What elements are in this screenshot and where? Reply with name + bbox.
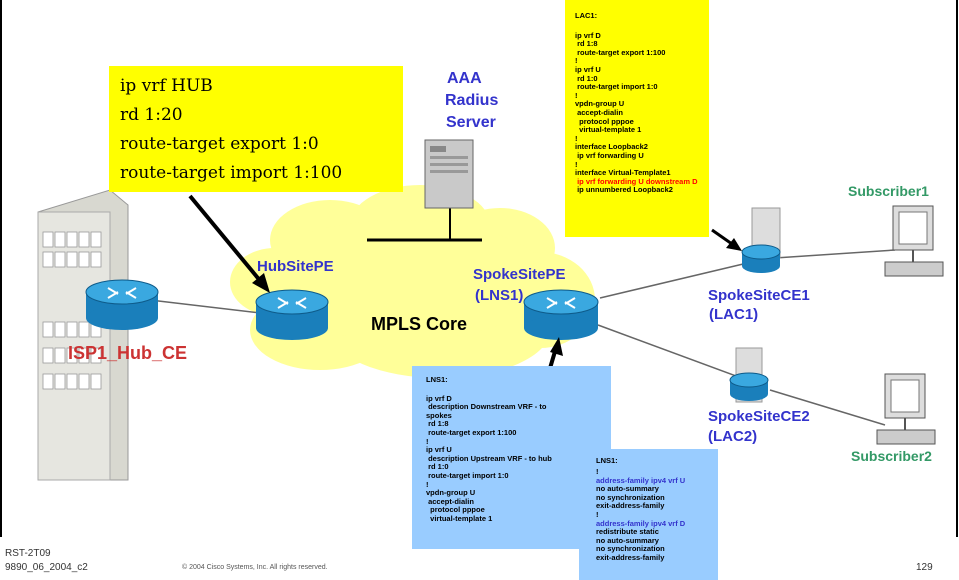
lns1-config-a-lines: ip vrf D description Downstream VRF - to…: [426, 386, 552, 524]
lns1-config-a-line: protocol pppoe: [426, 505, 485, 515]
lac1-config-line: accept-dialin: [575, 107, 623, 117]
lns1-config-b-line: no auto-summary: [596, 535, 659, 545]
lns1-config-a-line: !: [426, 479, 429, 489]
hub-vrf-config-line-3: route-target export 1:0: [120, 134, 319, 154]
frame-right-border: [956, 0, 958, 537]
isp-hub-ce-label: ISP1_Hub_CE: [68, 343, 188, 363]
subscriber1-label: Subscriber1: [848, 183, 929, 199]
hub-vrf-config-line-4: route-target import 1:100: [120, 163, 343, 183]
lns1-config-a-line: ip vrf D: [426, 393, 452, 403]
aaa-label-line-3: Server: [446, 114, 496, 131]
lns1-config-a-line: vpdn-group U: [426, 488, 476, 498]
footer-copyright: © 2004 Cisco Systems, Inc. All rights re…: [182, 564, 328, 571]
lac1-config-title: LAC1:: [575, 11, 598, 20]
link-lac2-sub2: [769, 389, 886, 426]
lns1-config-a-box: [412, 366, 611, 549]
subscriber2-pc-icon: [876, 373, 936, 445]
lns1-config-a-line: route-target import 1:0: [426, 470, 509, 480]
spoke-site-pe-label-line-1: SpokeSitePE: [473, 266, 566, 283]
lac1-config-line: route-target export 1:100: [575, 47, 666, 57]
lac1-config-line: ip vrf forwarding U: [575, 150, 644, 160]
aaa-label-line-2: Radius: [445, 92, 499, 109]
mpls-core-label: MPLS Core: [371, 314, 468, 334]
spoke-site-pe-router-icon: [523, 289, 599, 340]
lac1-config-line: interface Loopback2: [575, 142, 648, 152]
lac1-config-line: !: [575, 90, 578, 100]
lns1-config-b-line: address-family ipv4 vrf D: [596, 518, 686, 528]
lns1-config-b-box: [579, 449, 718, 580]
link-isp-hubpe: [149, 299, 261, 314]
spoke-ce1-router-icon: [741, 244, 781, 273]
spoke-ce1-label-line-2: (LAC1): [709, 306, 759, 323]
lns1-config-b-line: !: [596, 509, 599, 519]
hub-vrf-config-box: [109, 66, 403, 192]
lac1-config-line: !: [575, 56, 578, 66]
lns1-config-a-line: description Upstream VRF - to hub: [426, 453, 552, 463]
link-lns-lac1: [599, 259, 761, 299]
lns1-config-a-title: LNS1:: [426, 375, 448, 384]
footer-page-number: 129: [916, 562, 933, 573]
lac1-config-lines: ip vrf D rd 1:8 route-target export 1:10…: [575, 23, 698, 195]
lns1-config-a-line: !: [426, 436, 429, 446]
link-lac1-sub1: [774, 249, 896, 259]
hub-vrf-config-line-2: rd 1:20: [120, 105, 183, 125]
hub-site-pe-label: HubSitePE: [257, 258, 334, 275]
hub-vrf-config-line-1: ip vrf HUB: [120, 76, 213, 96]
lac1-config-line: rd 1:8: [575, 39, 598, 49]
lns1-config-b-line: no auto-summary: [596, 484, 659, 494]
spoke-site-pe-label-line-2: (LNS1): [475, 287, 524, 304]
arrow-lac1-config-to-ce: [711, 228, 742, 251]
lac1-config-line: vpdn-group U: [575, 99, 625, 109]
lns1-config-b-line: redistribute static: [596, 527, 659, 537]
frame-left-border: [0, 0, 2, 537]
building-icon: [37, 189, 129, 481]
lns1-config-a-line: description Downstream VRF - to: [426, 402, 547, 412]
lns1-config-a-line: virtual-template 1: [426, 513, 493, 523]
lns1-config-b-line: exit-address-family: [596, 501, 665, 511]
lns1-config-a-line: ip vrf U: [426, 445, 452, 455]
spoke-ce2-label-line-1: SpokeSiteCE2: [708, 408, 810, 425]
footer-code-line-1: RST-2T09: [5, 548, 51, 559]
aaa-label-line-1: AAA: [447, 70, 482, 87]
lns1-config-b-line: !: [596, 467, 599, 476]
isp-hub-ce-router-icon: [85, 279, 159, 330]
lns1-config-a-line: rd 1:0: [426, 462, 449, 472]
lac1-config-line: rd 1:0: [575, 73, 598, 83]
lac1-config-line: !: [575, 159, 578, 169]
spoke-ce2-label-line-2: (LAC2): [708, 428, 758, 445]
lac1-config-line: ip vrf forwarding U downstream D: [575, 176, 698, 186]
lac1-config-line: ip vrf D: [575, 30, 601, 40]
spoke-ce2-router-icon: [729, 372, 769, 401]
subscriber2-label: Subscriber2: [851, 448, 932, 464]
lns1-config-a-line: accept-dialin: [426, 496, 474, 506]
lac1-config-line: virtual-template 1: [575, 125, 642, 135]
lac1-config-line: interface Virtual-Template1: [575, 168, 671, 178]
lns1-config-a-line: spokes: [426, 410, 452, 420]
lns1-config-a-line: route-target export 1:100: [426, 427, 517, 437]
lns1-config-b-line: no synchronization: [596, 492, 665, 502]
lac1-config-line: !: [575, 133, 578, 143]
lns1-config-b-line: no synchronization: [596, 544, 665, 554]
link-lns-lac2: [597, 324, 756, 384]
lns1-config-b-line: address-family ipv4 vrf U: [596, 475, 686, 485]
lns1-config-b-title: LNS1:: [596, 456, 618, 465]
arrow-hub-config-to-pe: [188, 194, 270, 293]
lns1-config-a-line: rd 1:8: [426, 419, 449, 429]
footer-code-line-2: 9890_06_2004_c2: [5, 562, 88, 573]
aaa-server-icon: [424, 139, 474, 209]
spoke-ce1-label-line-1: SpokeSiteCE1: [708, 287, 810, 304]
lac1-config-line: route-target import 1:0: [575, 82, 658, 92]
subscriber1-pc-icon: [884, 205, 944, 277]
hub-site-pe-router-icon: [255, 289, 329, 340]
lac1-config-line: protocol pppoe: [575, 116, 634, 126]
lns1-config-b-line: exit-address-family: [596, 552, 665, 562]
lac1-config-line: ip unnumbered Loopback2: [575, 185, 673, 195]
lac1-config-box: [565, 0, 709, 237]
lac1-config-line: ip vrf U: [575, 64, 601, 74]
